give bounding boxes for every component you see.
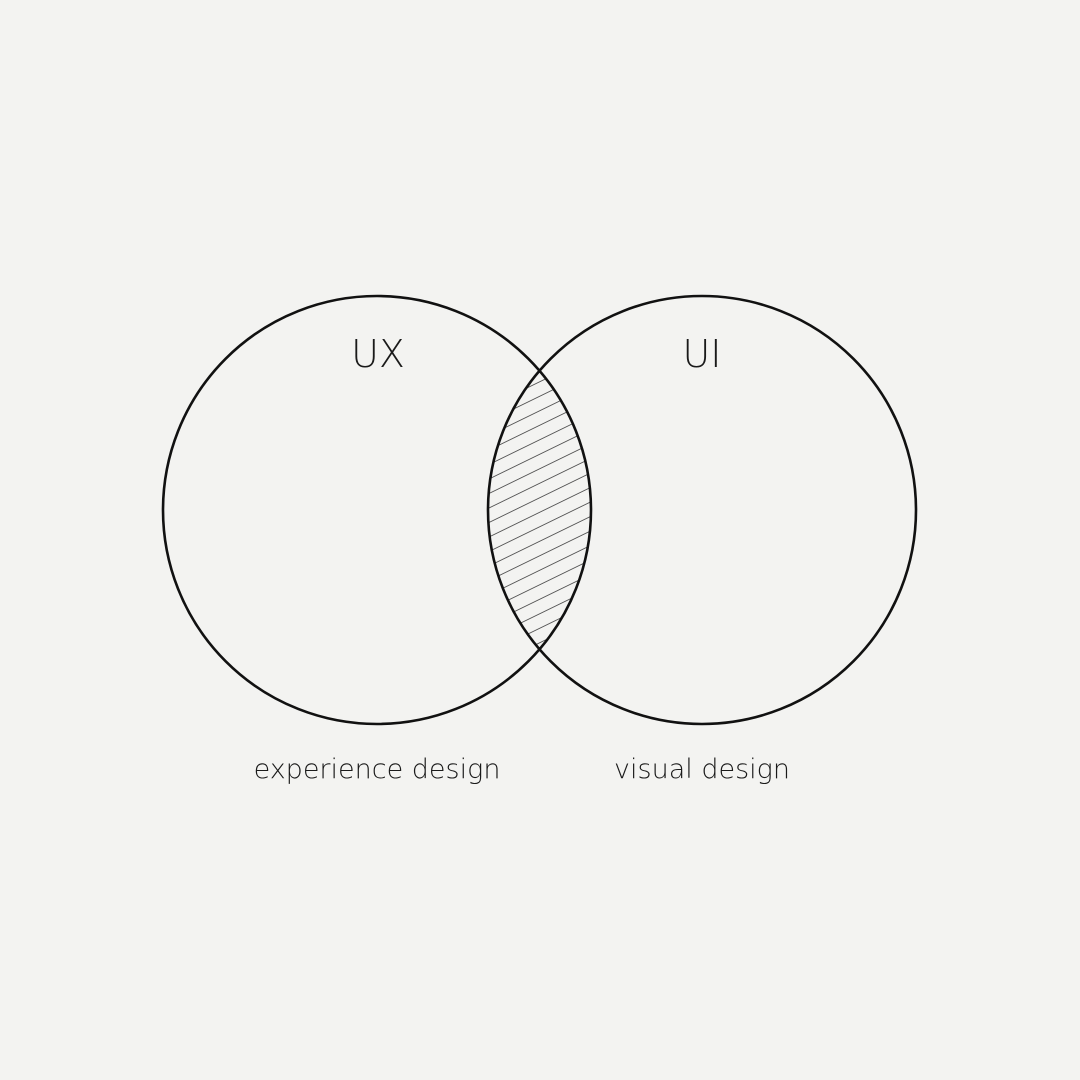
ux-subtitle: experience design bbox=[254, 754, 501, 785]
ux-title: UX bbox=[351, 332, 405, 376]
ui-subtitle: visual design bbox=[614, 754, 790, 785]
ui-circle bbox=[486, 294, 918, 726]
ui-title: UI bbox=[682, 332, 721, 376]
ux-circle bbox=[161, 294, 593, 726]
